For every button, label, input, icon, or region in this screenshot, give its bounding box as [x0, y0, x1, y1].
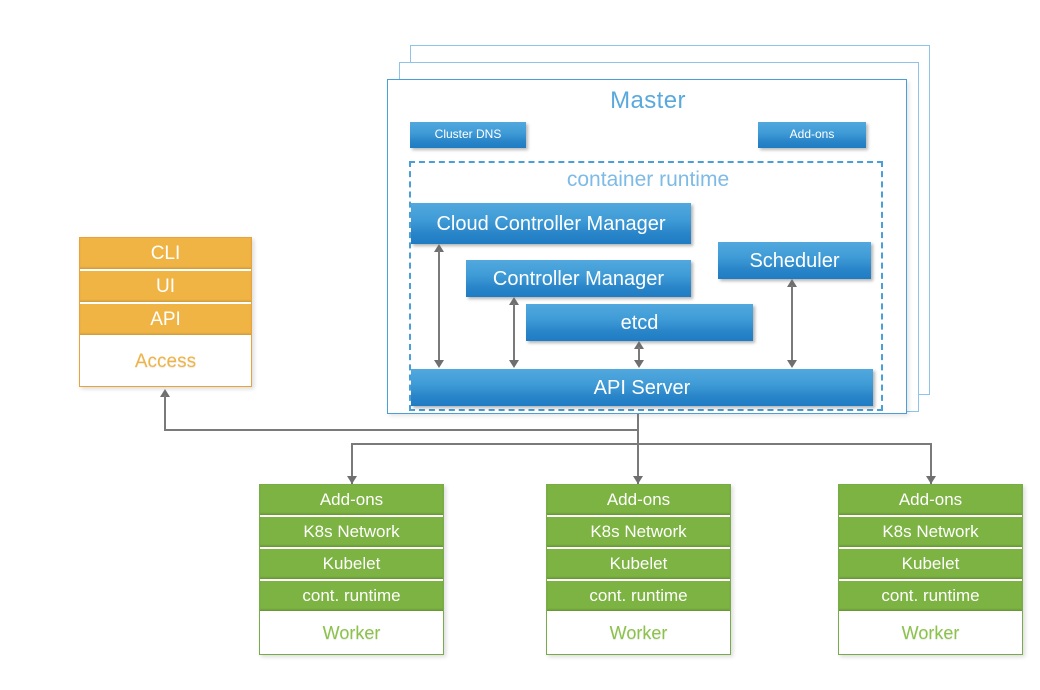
worker3-row-k8s-network[interactable]: K8s Network [839, 517, 1022, 549]
scheduler-api-line [791, 285, 793, 360]
cm-api-arrow-down [509, 360, 519, 368]
access-row-ui[interactable]: UI [80, 271, 251, 304]
worker1-arrow [347, 476, 357, 484]
ccm-api-arrow-up [434, 244, 444, 252]
cloud-controller-manager-box[interactable]: Cloud Controller Manager [411, 203, 691, 244]
worker3-row-kubelet[interactable]: Kubelet [839, 549, 1022, 581]
etcd-box[interactable]: etcd [526, 304, 753, 341]
worker2-row-k8s-network[interactable]: K8s Network [547, 517, 730, 549]
container-runtime-region: container runtime [409, 161, 883, 411]
worker1-row-addons[interactable]: Add-ons [260, 485, 443, 517]
worker-distribution-bus [351, 443, 932, 445]
ccm-api-line [438, 250, 440, 360]
controller-manager-box[interactable]: Controller Manager [466, 260, 691, 297]
worker-node-1[interactable]: Add-ons K8s Network Kubelet cont. runtim… [259, 484, 444, 655]
scheduler-api-arrow-up [787, 279, 797, 287]
cm-api-line [513, 303, 515, 360]
access-label: Access [80, 337, 251, 386]
worker-node-2[interactable]: Add-ons K8s Network Kubelet cont. runtim… [546, 484, 731, 655]
etcd-api-arrow-down [634, 360, 644, 368]
worker3-row-addons[interactable]: Add-ons [839, 485, 1022, 517]
access-panel[interactable]: CLI UI API Access [79, 237, 252, 387]
worker2-row-cont-runtime[interactable]: cont. runtime [547, 581, 730, 613]
worker1-row-cont-runtime[interactable]: cont. runtime [260, 581, 443, 613]
etcd-api-line [638, 347, 640, 360]
worker1-drop-line [351, 443, 353, 484]
etcd-api-arrow-up [634, 341, 644, 349]
worker1-row-kubelet[interactable]: Kubelet [260, 549, 443, 581]
access-row-api[interactable]: API [80, 304, 251, 337]
api-server-to-worker2-arrow [633, 476, 643, 484]
worker2-label: Worker [547, 613, 730, 654]
worker1-label: Worker [260, 613, 443, 654]
worker2-row-addons[interactable]: Add-ons [547, 485, 730, 517]
worker1-row-k8s-network[interactable]: K8s Network [260, 517, 443, 549]
ccm-api-arrow-down [434, 360, 444, 368]
master-addons-box[interactable]: Add-ons [758, 122, 866, 148]
api-server-drop-line [637, 414, 639, 484]
master-panel[interactable]: Master Cluster DNS Add-ons container run… [387, 79, 907, 414]
access-arrow-up [160, 389, 170, 397]
access-row-cli[interactable]: CLI [80, 238, 251, 271]
container-runtime-label: container runtime [566, 168, 730, 191]
access-riser-line [164, 395, 166, 430]
worker2-row-kubelet[interactable]: Kubelet [547, 549, 730, 581]
scheduler-box[interactable]: Scheduler [718, 242, 871, 279]
worker3-row-cont-runtime[interactable]: cont. runtime [839, 581, 1022, 613]
scheduler-api-arrow-down [787, 360, 797, 368]
master-title: Master [610, 87, 686, 114]
worker3-drop-line [930, 443, 932, 484]
worker3-arrow [926, 476, 936, 484]
api-server-box[interactable]: API Server [411, 369, 873, 406]
cluster-dns-box[interactable]: Cluster DNS [410, 122, 526, 148]
cm-api-arrow-up [509, 297, 519, 305]
worker-node-3[interactable]: Add-ons K8s Network Kubelet cont. runtim… [838, 484, 1023, 655]
api-to-access-line [164, 429, 639, 431]
worker3-label: Worker [839, 613, 1022, 654]
